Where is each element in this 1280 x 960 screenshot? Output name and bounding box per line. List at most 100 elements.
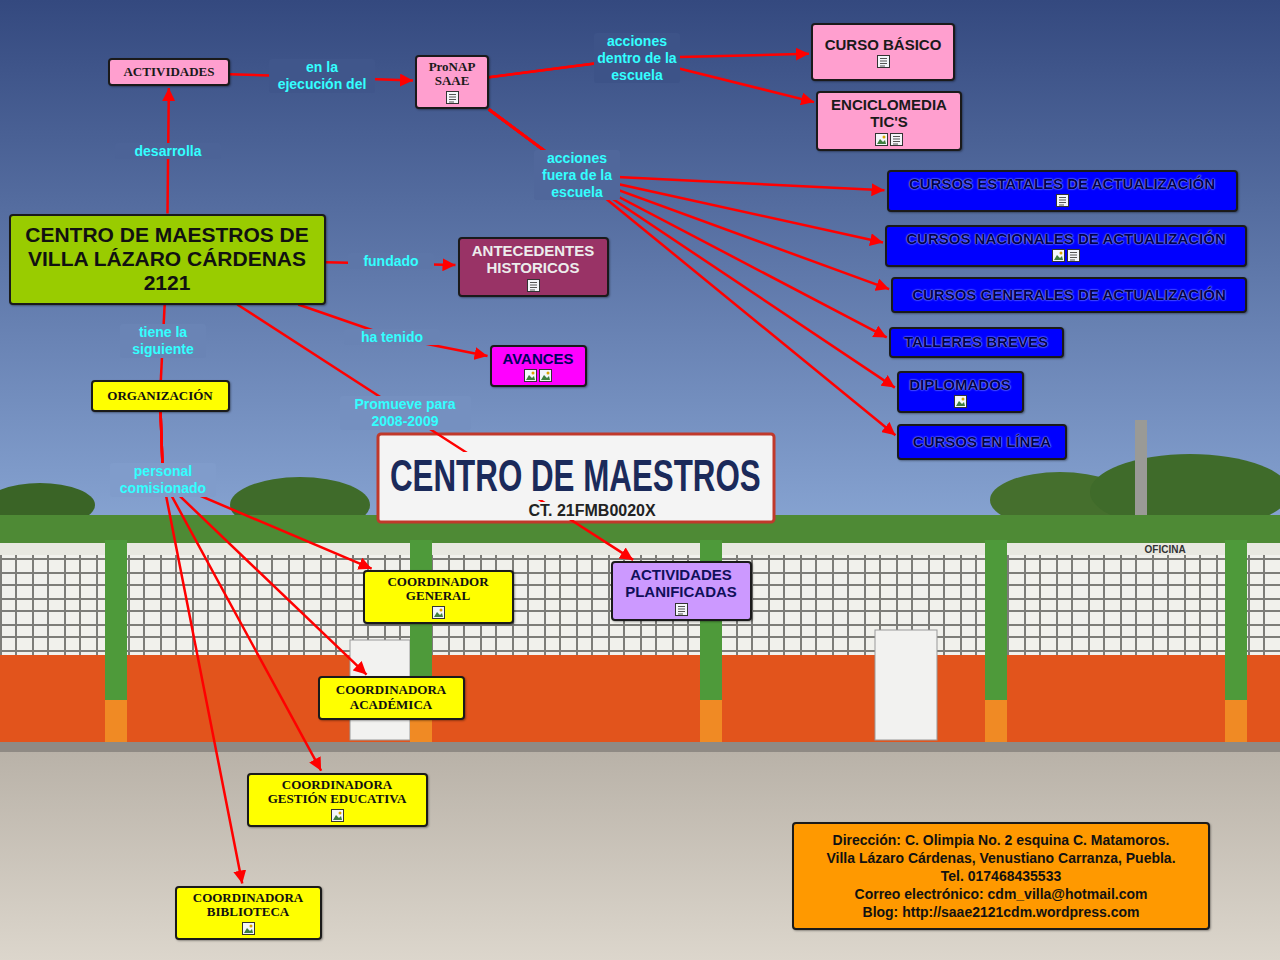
icon-frame [432, 607, 444, 619]
concept-box: CURSOS ESTATALES DE ACTUALIZACIÓN [887, 170, 1238, 212]
icon-sun [883, 135, 886, 138]
icon-frame [877, 56, 889, 68]
attachment-icon [524, 369, 537, 382]
edge-label: acciones dentro de la escuela [594, 33, 680, 83]
attachment-icons [331, 809, 344, 822]
icon-lines [449, 95, 456, 103]
box-text: ENCICLOMEDIA TIC'S [824, 96, 954, 131]
edge-label: Promueve para 2008-2009 [340, 396, 471, 430]
photo-shape [0, 655, 1280, 742]
icon-sun [1060, 252, 1063, 255]
concept-box: CURSOS EN LÍNEA [897, 424, 1067, 460]
attachment-icon [675, 603, 688, 616]
concept-box: DIPLOMADOS [897, 371, 1024, 413]
attachment-icon [527, 279, 540, 292]
concept-box: ENCICLOMEDIA TIC'S [816, 91, 962, 151]
photo-shape [378, 434, 774, 522]
icon-frame [876, 133, 888, 145]
icon-frame [540, 370, 552, 382]
icon-frame [242, 923, 254, 935]
icon-frame [1056, 195, 1068, 207]
icon-picture [1054, 255, 1063, 260]
icon-sun [338, 812, 341, 815]
photo-shape [105, 540, 127, 700]
edge-label: tiene la siguiente [120, 324, 206, 358]
concept-box: ACTIVIDADES [108, 58, 230, 86]
concept-box: ProNAP SAAE [415, 55, 489, 110]
icon-frame [891, 133, 903, 145]
connector [161, 412, 367, 675]
icon-frame [1068, 250, 1080, 262]
icon-sun [547, 372, 550, 375]
icon-frame [525, 370, 537, 382]
icon-frame [954, 396, 966, 408]
icon-picture [956, 401, 965, 406]
icon-lines [1070, 253, 1077, 261]
concept-box: COORDINADORA BIBLIOTECA [175, 886, 322, 941]
icon-sun [249, 925, 252, 928]
photo-shape [1225, 700, 1247, 745]
icon-picture [434, 612, 443, 617]
concept-box: CENTRO DE MAESTROS DE VILLA LÁZARO CÁRDE… [9, 214, 326, 305]
photo-shape [105, 540, 1247, 700]
attachment-icon [331, 809, 344, 822]
box-text: Tel. 017468435533 [941, 867, 1061, 885]
sign-code: CT. 21FMB0020X [527, 502, 658, 520]
connector [237, 305, 633, 560]
edge-label: desarrolla [115, 143, 221, 160]
box-text: CENTRO DE MAESTROS DE VILLA LÁZARO CÁRDE… [17, 223, 318, 295]
photo-shape [0, 543, 1280, 555]
attachment-icons [527, 279, 540, 292]
attachment-icon [1067, 249, 1080, 262]
photo-shape [0, 555, 1280, 655]
concept-box: ANTECEDENTES HISTORICOS [458, 237, 609, 297]
icon-lines [1059, 198, 1066, 206]
box-text: COORDINADORA GESTIÓN EDUCATIVA [255, 778, 420, 808]
attachment-icon [1052, 249, 1065, 262]
icon-lines [678, 606, 685, 614]
photo-shape [1135, 420, 1147, 520]
attachment-icon [446, 91, 459, 104]
attachment-icon [432, 606, 445, 619]
icon-lines [530, 282, 537, 290]
concept-box: TALLERES BREVES [889, 327, 1064, 358]
attachment-icon [954, 395, 967, 408]
attachment-icons [432, 606, 445, 619]
attachment-icons [524, 369, 552, 382]
sign-text: CENTRO DE MAESTROS [388, 452, 762, 500]
attachment-icon [877, 55, 890, 68]
photo-shape [105, 700, 127, 745]
photo-shape [105, 700, 1247, 745]
connector [298, 305, 487, 357]
concept-box: CURSOS GENERALES DE ACTUALIZACIÓN [891, 277, 1247, 313]
photo-shape [985, 540, 1007, 700]
photo-shape [1225, 540, 1247, 700]
concept-box: COORDINADORA ACADÉMICA [318, 676, 465, 720]
edge-label: en la ejecución del [269, 59, 375, 93]
attachment-icon [890, 133, 903, 146]
box-text: CURSOS ESTATALES DE ACTUALIZACIÓN [909, 175, 1215, 192]
box-text: ProNAP SAAE [423, 60, 481, 90]
photo-shape [0, 742, 1280, 752]
icon-sun [532, 372, 535, 375]
attachment-icons [1056, 194, 1069, 207]
box-text: Villa Lázaro Cárdenas, Venustiano Carran… [826, 849, 1175, 867]
attachment-icons [875, 133, 903, 146]
icon-picture [526, 375, 535, 380]
box-text: ACTIVIDADES PLANIFICADAS [619, 566, 744, 601]
attachment-icon [1056, 194, 1069, 207]
box-text: TALLERES BREVES [904, 333, 1048, 350]
photo-shape [0, 0, 1280, 545]
photo-shape [875, 630, 937, 740]
box-text: Blog: http://saae2121cdm.wordpress.com [863, 903, 1140, 921]
box-text: CURSOS GENERALES DE ACTUALIZACIÓN [912, 286, 1226, 303]
icon-picture [244, 928, 253, 933]
concept-box: ACTIVIDADES PLANIFICADAS [611, 561, 752, 621]
concept-box: Dirección: C. Olimpia No. 2 esquina C. M… [792, 822, 1210, 930]
icon-picture [333, 815, 342, 820]
attachment-icons [954, 395, 967, 408]
icon-frame [1053, 250, 1065, 262]
box-text: ORGANIZACIÓN [107, 389, 212, 404]
icon-sun [439, 609, 442, 612]
